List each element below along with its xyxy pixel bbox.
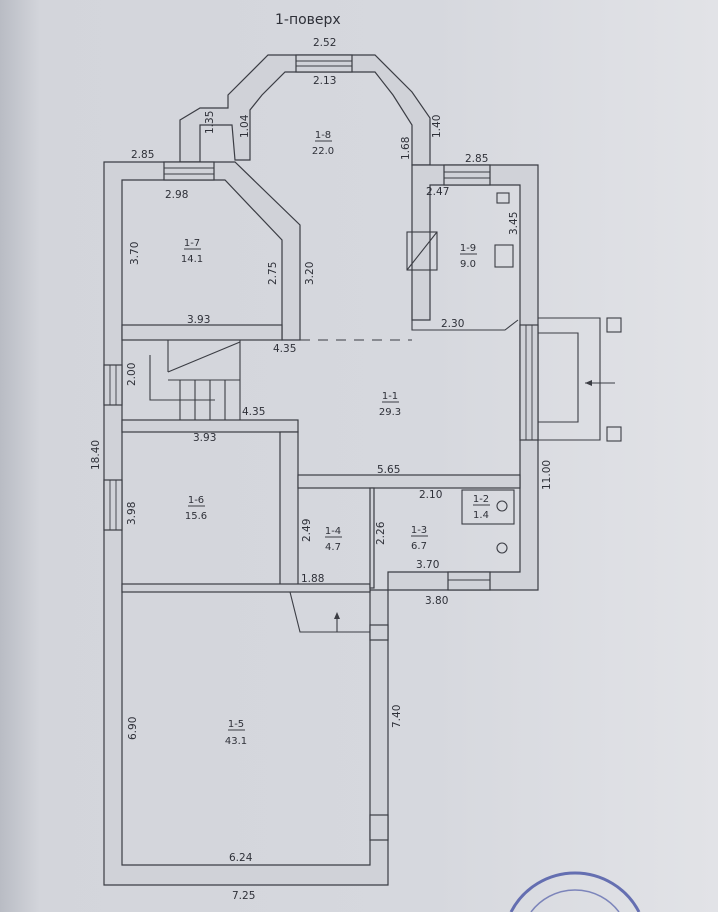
dimension-label: 1.88 — [301, 573, 324, 585]
dimension-label: 7.40 — [391, 705, 403, 728]
dimension-label: 2.85 — [465, 153, 488, 165]
dimension-label: 3.80 — [425, 595, 448, 607]
room-1-9: 1-99.0 — [460, 243, 477, 270]
dimension-label: 29.3 — [379, 407, 401, 418]
dimension-label: 1-3 — [411, 525, 427, 536]
room-1-7: 1-7 14.1 — [181, 238, 203, 265]
dimension-label: 2.26 — [375, 521, 387, 545]
dimension-label: 2.98 — [165, 189, 188, 201]
dimension-label: 3.70 — [416, 559, 439, 571]
dimension-label: 1-2 — [473, 494, 489, 505]
dimension-label: 6.24 — [229, 852, 253, 864]
dimension-label: 2.85 — [131, 149, 154, 161]
dimension-label: 1-5 — [228, 719, 244, 730]
walls — [103, 54, 539, 886]
dimension-label: 22.0 — [312, 146, 334, 157]
dimension-label: 2.47 — [426, 186, 449, 198]
dimension-label: 2.00 — [126, 363, 138, 386]
official-stamp — [509, 871, 641, 912]
dimension-label: 1.35 — [204, 111, 216, 134]
dimension-label: 9.0 — [460, 259, 476, 270]
dimension-label: 4.35 — [273, 343, 296, 355]
room-1-5: 1-5 43.1 — [225, 719, 247, 747]
dimension-label: 2.10 — [419, 489, 442, 501]
dimension-label: 2.30 — [441, 318, 464, 330]
dimension-label: 2.13 — [313, 75, 336, 87]
dimension-label: 3.70 — [129, 242, 141, 265]
dimension-label: 1-4 — [325, 526, 341, 537]
dimension-label: 6.7 — [411, 541, 427, 552]
dimension-labels: 2.52 2.13 1.35 1.04 1.68 1.40 2.85 2.85 … — [90, 37, 553, 902]
dimension-label: 3.93 — [193, 432, 216, 444]
room-labels: 1-822.0 1-714.1 1-99.0 1-129.3 1-615.6 1… — [181, 130, 490, 747]
dimension-label: 3.98 — [126, 502, 138, 525]
room-1-4: 1-44.7 — [325, 526, 342, 553]
dimension-label: 3.93 — [187, 314, 210, 326]
dimension-label: 1-6 — [188, 495, 204, 506]
room-1-6: 1-6 15.6 — [185, 495, 207, 522]
dimension-label: 2.52 — [313, 37, 336, 49]
dimension-label: 4.7 — [325, 542, 341, 553]
room-1-2: 1-21.4 — [473, 494, 490, 521]
dimension-label: 3.20 — [304, 262, 316, 285]
room-1-8: 1-8 22.0 — [312, 130, 334, 157]
dimension-label: 43.1 — [225, 736, 247, 747]
dimension-label: 1.40 — [431, 115, 443, 138]
dimension-label: 2.75 — [267, 262, 279, 285]
dimension-label: 11.00 — [541, 460, 553, 490]
dimension-label: 18.40 — [90, 440, 102, 470]
dimension-label: 7.25 — [232, 890, 255, 902]
dimension-label: 1-1 — [382, 391, 398, 402]
room-1-3: 1-36.7 — [411, 525, 428, 552]
fixtures — [406, 192, 515, 554]
dimension-label: 15.6 — [185, 511, 207, 522]
dimension-label: 6.90 — [127, 717, 139, 740]
dimension-label: 3.45 — [508, 212, 520, 235]
windows — [103, 54, 539, 841]
dimension-label: 1.4 — [473, 510, 489, 521]
floor-title: 1-поверх — [275, 12, 341, 28]
dimension-label: 1-9 — [460, 243, 476, 254]
dimension-label: 1-7 — [184, 238, 200, 249]
dimension-label: 4.35 — [242, 406, 265, 418]
dimension-label: 14.1 — [181, 254, 203, 265]
dimension-label: 2.49 — [301, 519, 313, 542]
room-1-1: 1-1 29.3 — [379, 391, 401, 418]
dimension-label: 1-8 — [315, 130, 331, 141]
dimension-label: 5.65 — [377, 464, 400, 476]
dimension-label: 1.04 — [239, 114, 251, 138]
dimension-label: 1.68 — [400, 137, 412, 160]
stairs — [149, 340, 241, 420]
porch — [289, 317, 622, 633]
